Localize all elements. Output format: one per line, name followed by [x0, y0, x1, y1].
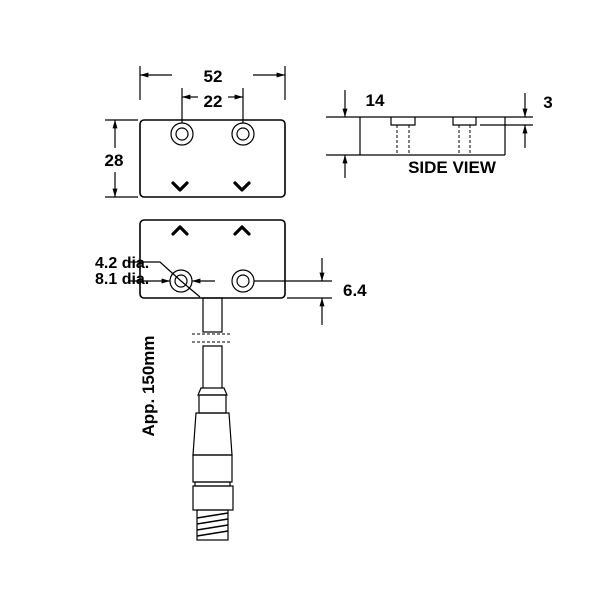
dim-side-thickness: 14 — [366, 91, 385, 110]
cable-length-label: App. 150mm — [139, 335, 158, 436]
side-view-label: SIDE VIEW — [408, 158, 497, 177]
dim-counterbore: 3 — [543, 93, 552, 112]
top-view: 52 22 28 — [105, 66, 286, 198]
dim-width: 52 — [204, 67, 223, 86]
dim-hole-offset: 6.4 — [343, 281, 367, 300]
dim-hole-spacing: 22 — [204, 92, 223, 111]
dim-height: 28 — [105, 151, 124, 170]
cable-connector: App. 150mm — [139, 297, 234, 541]
side-view: 14 3 SIDE VIEW — [326, 90, 553, 178]
dim-outer-dia: 8.1 dia. — [95, 271, 149, 288]
bottom-view: 4.2 dia. 8.1 dia. 6.4 — [95, 219, 367, 325]
dim-inner-dia: 4.2 dia. — [95, 255, 149, 272]
